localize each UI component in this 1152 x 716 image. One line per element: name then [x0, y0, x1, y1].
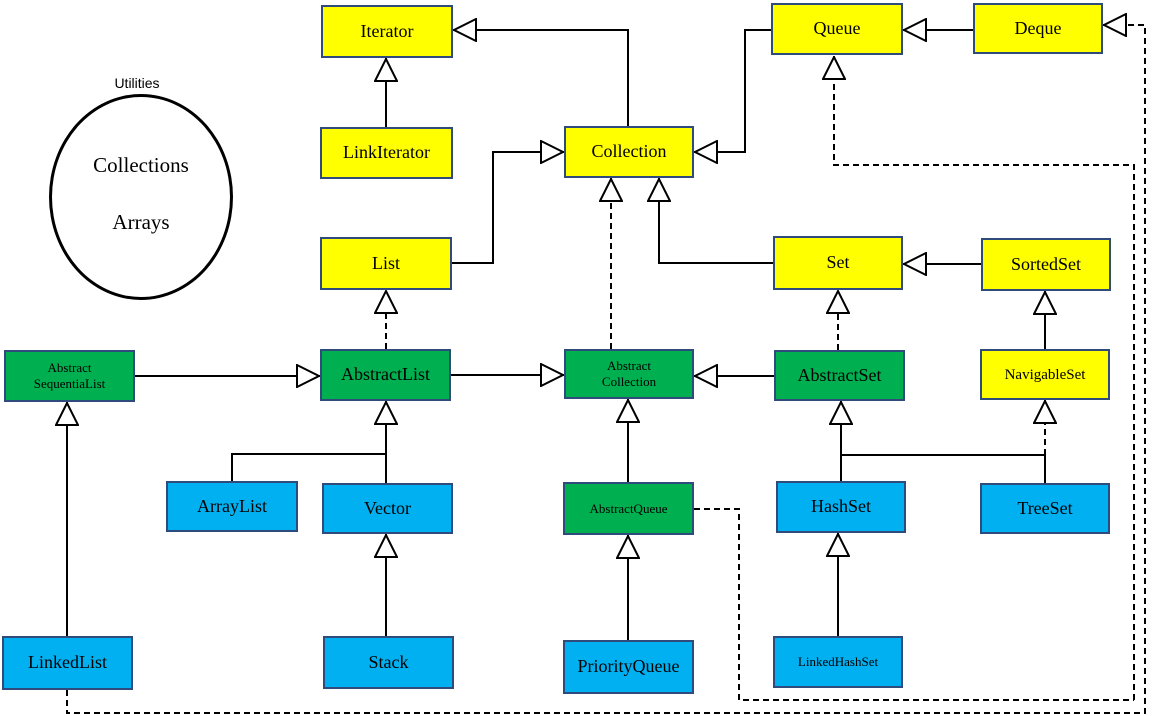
node-linked-list: LinkedList: [2, 636, 133, 690]
node-abstract-list: AbstractList: [320, 349, 451, 401]
utilities-oval: [49, 94, 233, 300]
node-abstract-sequential-list-line2: SequentiaList: [33, 376, 106, 391]
node-abstract-collection-line1: Abstract: [606, 358, 652, 374]
node-array-list: ArrayList: [166, 481, 298, 532]
edge-abstractqueue-dashed: [694, 508, 1134, 701]
edge-set-collection: [659, 178, 773, 264]
node-priority-queue: PriorityQueue: [563, 640, 694, 694]
node-iterator: Iterator: [321, 5, 453, 58]
node-navigable-set: NavigableSet: [980, 349, 1110, 400]
node-abstract-collection: Abstract Collection: [564, 349, 694, 399]
utilities-item-arrays: Arrays: [112, 210, 170, 234]
node-stack: Stack: [323, 636, 454, 689]
node-abstract-set: AbstractSet: [774, 350, 905, 401]
utilities-title: Utilities: [100, 75, 174, 91]
node-abstract-collection-line2: Collection: [601, 374, 657, 389]
edge-dashed-to-queue: [834, 56, 1135, 700]
edge-queue-collection: [694, 29, 771, 152]
node-set: Set: [773, 236, 903, 290]
utilities-item-collections: Collections: [93, 153, 189, 177]
node-sorted-set: SortedSet: [981, 238, 1111, 291]
node-abstract-sequential-list-line1: Abstract: [47, 360, 92, 376]
node-deque: Deque: [973, 3, 1103, 54]
edge-treeset-abstractset: [841, 454, 1046, 483]
node-linked-hash-set: LinkedHashSet: [773, 636, 903, 688]
node-abstract-queue: AbstractQueue: [563, 482, 694, 535]
edge-collection-iterator: [453, 30, 629, 126]
edge-arraylist-abstractlist: [231, 453, 386, 481]
node-queue: Queue: [771, 3, 903, 55]
node-tree-set: TreeSet: [980, 483, 1110, 534]
edge-list-collection: [452, 152, 564, 264]
edge-linkedlist-deque-dashed: [66, 25, 1146, 714]
node-vector: Vector: [322, 483, 453, 534]
node-link-iterator: LinkIterator: [320, 127, 453, 179]
node-list: List: [320, 237, 452, 290]
node-abstract-sequential-list: Abstract SequentiaList: [4, 350, 135, 402]
node-collection: Collection: [564, 126, 694, 178]
node-hash-set: HashSet: [776, 481, 906, 533]
